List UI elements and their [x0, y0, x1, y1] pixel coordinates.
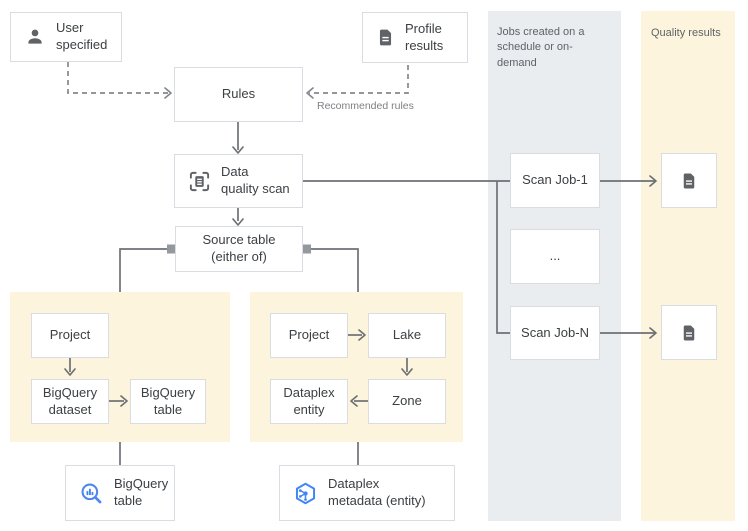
node-data-quality-scan-line2: quality scan	[221, 181, 290, 196]
node-bigquery-dataset: BigQuery dataset	[31, 379, 109, 424]
node-data-quality-scan: Data quality scan	[174, 154, 303, 208]
edge-profile-to-rules	[309, 65, 409, 94]
node-dataplex-entity-label: Dataplex entity	[283, 384, 335, 417]
node-quality-result-1	[661, 153, 717, 208]
arrowhead-lake-to-zone	[401, 368, 413, 376]
node-lake-label: Lake	[392, 327, 422, 343]
dataplex-icon	[293, 481, 318, 506]
node-dataplex-entity: Dataplex entity	[270, 379, 348, 424]
node-project-bigquery-label: Project	[49, 327, 91, 343]
node-source-table-line2: (either of)	[211, 249, 267, 264]
edge-scan-to-jobn	[496, 181, 510, 334]
node-user-specified-label: User specified	[56, 20, 108, 52]
node-quality-result-2	[661, 305, 717, 360]
node-data-quality-scan-line1: Data	[221, 164, 249, 180]
arrowhead-scan-to-source	[232, 218, 244, 226]
edge-user-to-rules	[67, 62, 169, 94]
node-bigquery-table-ref-label: BigQuery table	[114, 476, 169, 508]
panel-quality-results: Quality results	[641, 11, 735, 521]
node-project-dataplex: Project	[270, 313, 348, 358]
arrowhead-project-to-dataset	[64, 368, 76, 376]
node-zone: Zone	[368, 379, 446, 424]
node-scan-job-ellipsis: ...	[510, 229, 600, 284]
arrowhead-job1-to-result1	[649, 175, 657, 187]
node-profile-results: Profile results	[362, 12, 468, 63]
arrowhead-zone-to-entity	[350, 395, 358, 407]
node-scan-job-n: Scan Job-N	[510, 306, 600, 360]
arrowhead-project-to-lake	[358, 329, 366, 341]
node-project-dataplex-label: Project	[288, 327, 330, 343]
node-scan-job-n-label: Scan Job-N	[521, 324, 589, 340]
edge-source-to-dp-panel	[307, 248, 359, 292]
arrowhead-profile-to-rules	[306, 87, 314, 99]
node-bigquery-table-ref: BigQuery table	[65, 465, 175, 521]
node-scan-job-ellipsis-label: ...	[549, 248, 561, 264]
node-project-bigquery: Project	[31, 313, 109, 358]
edge-source-to-bq-panel	[119, 248, 171, 292]
node-user-specified: User specified	[10, 12, 122, 62]
node-lake: Lake	[368, 313, 446, 358]
node-scan-job-1: Scan Job-1	[510, 153, 600, 208]
person-icon	[24, 26, 46, 48]
node-zone-label: Zone	[392, 393, 422, 409]
bigquery-icon	[79, 481, 104, 506]
node-source-table-line1: Source table	[202, 232, 276, 248]
panel-quality-results-title: Quality results	[651, 27, 721, 39]
node-dataplex-metadata-line2: metadata (entity)	[328, 493, 426, 508]
node-bigquery-table: BigQuery table	[130, 379, 206, 424]
arrowhead-user-to-rules	[164, 87, 172, 99]
recommended-rules-label: Recommended rules	[317, 100, 414, 112]
node-scan-job-1-label: Scan Job-1	[522, 172, 588, 188]
document-icon	[680, 172, 698, 190]
arrowhead-rules-to-scan	[232, 146, 244, 154]
node-bigquery-dataset-label: BigQuery dataset	[42, 384, 98, 417]
node-dataplex-metadata: Dataplex metadata (entity)	[279, 465, 455, 521]
node-rules-label: Rules	[221, 86, 256, 102]
node-dataplex-metadata-line1: Dataplex	[328, 476, 380, 492]
document-icon	[680, 324, 698, 342]
node-rules: Rules	[174, 67, 303, 122]
port-source-left	[167, 244, 176, 254]
data-quality-scan-icon	[188, 170, 211, 193]
node-bigquery-table-label: BigQuery table	[140, 384, 196, 417]
panel-scan-jobs-title: Jobs created on a schedule or on-demand	[497, 26, 585, 69]
document-icon	[376, 28, 395, 47]
node-source-table: Source table (either of)	[175, 226, 303, 272]
arrowhead-dataset-to-table	[120, 395, 128, 407]
node-profile-results-label: Profile results	[405, 20, 444, 53]
arrowhead-jobn-to-result2	[649, 327, 657, 339]
port-source-right	[302, 244, 311, 254]
